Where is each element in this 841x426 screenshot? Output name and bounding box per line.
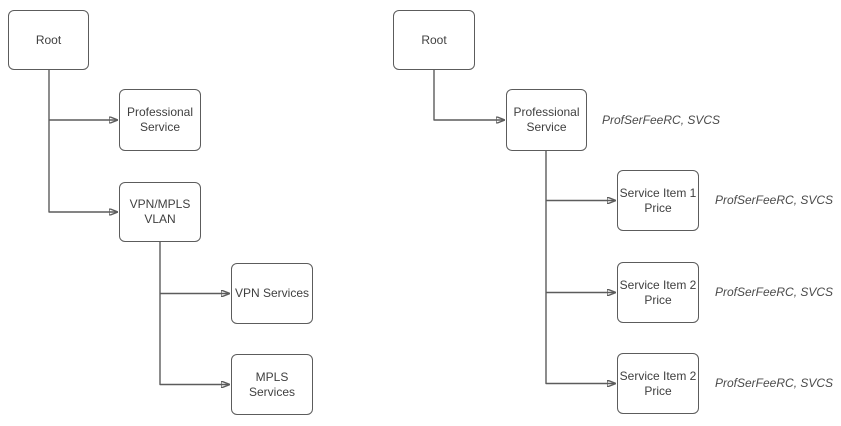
annotation-service-item-2: ProfSerFeeRC, SVCS	[715, 285, 834, 299]
node-service-item-2-price: Service Item 2 Price	[617, 262, 699, 323]
connector-vlan-to-mpls-services	[159, 242, 229, 385]
annotation-service-item-3: ProfSerFeeRC, SVCS	[715, 376, 834, 390]
node-service-item-2-price-duplicate: Service Item 2 Price	[617, 353, 699, 414]
node-left-root: Root	[8, 10, 89, 70]
annotation-professional-service: ProfSerFeeRC, SVCS	[602, 113, 721, 127]
node-right-root: Root	[393, 10, 475, 70]
annotation-service-item-1: ProfSerFeeRC, SVCS	[715, 193, 834, 207]
connector-left-root-to-vlan	[48, 70, 117, 212]
node-vpn-mpls-vlan: VPN/MPLS VLAN	[119, 182, 201, 242]
node-mpls-services: MPLS Services	[231, 354, 313, 415]
node-right-professional-service: Professional Service	[506, 89, 587, 151]
node-left-professional-service: Professional Service	[119, 89, 201, 151]
node-vpn-services: VPN Services	[231, 263, 313, 324]
node-service-item-1-price: Service Item 1 Price	[617, 170, 699, 231]
connector-right-root-to-professional-service	[433, 70, 504, 120]
connector-professional-service-to-item3	[545, 151, 615, 384]
